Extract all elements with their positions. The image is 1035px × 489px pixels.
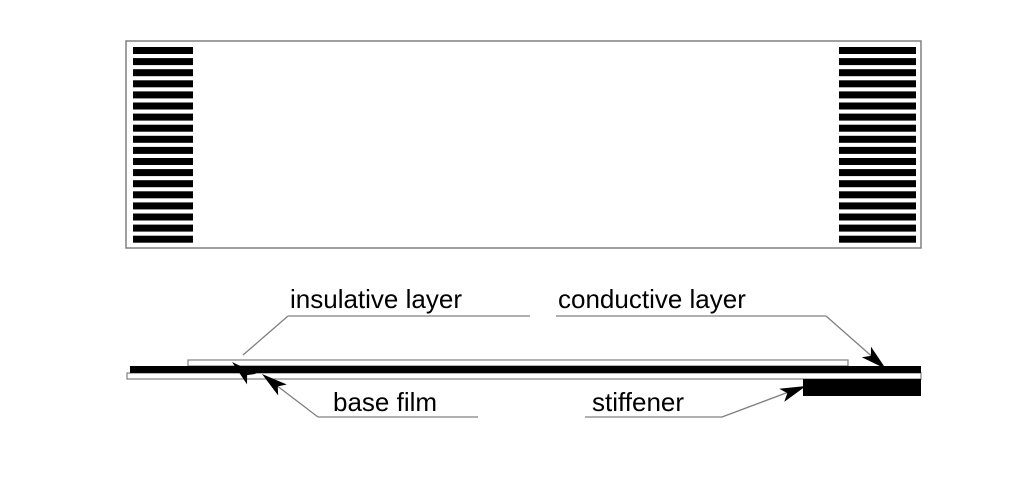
contact-trace <box>839 102 916 110</box>
label-base-film: base film <box>333 387 437 417</box>
contact-trace <box>133 224 193 232</box>
contact-trace <box>133 91 193 99</box>
contact-trace <box>133 158 193 165</box>
contact-trace <box>133 135 193 143</box>
callout-annotations <box>232 315 886 418</box>
callout-arrowhead <box>262 374 287 396</box>
contact-trace <box>839 69 916 77</box>
callout-arrowhead <box>232 362 257 385</box>
callout-leader-line <box>242 315 289 356</box>
fpc-top-view <box>125 40 922 249</box>
callout-arrowhead <box>779 386 806 402</box>
contact-trace <box>839 113 916 121</box>
callout-leader-line <box>825 315 877 361</box>
contact-trace <box>839 146 916 154</box>
contact-trace <box>839 202 916 210</box>
label-insulative-layer: insulative layer <box>290 284 462 314</box>
contact-trace <box>133 113 193 121</box>
contact-trace <box>839 91 916 99</box>
contact-trace <box>839 135 916 143</box>
contact-trace <box>133 235 193 243</box>
contact-trace <box>133 191 193 199</box>
conductive-layer-shape <box>130 366 921 373</box>
fpc-cross-section <box>126 359 922 396</box>
callout-arrowhead <box>861 346 886 369</box>
insulative-layer-shape <box>187 359 849 367</box>
right-contact-pad <box>839 47 916 243</box>
stiffener-shape <box>803 379 921 396</box>
contact-trace <box>839 47 916 54</box>
contact-trace <box>133 213 193 221</box>
contact-trace <box>839 80 916 88</box>
callout-leader-line <box>271 381 319 418</box>
callout-leader-line <box>721 389 795 418</box>
contact-trace <box>839 158 916 165</box>
contact-trace <box>133 58 193 66</box>
fpc-outline-rect <box>125 40 922 249</box>
contact-trace <box>133 124 193 132</box>
contact-trace <box>839 191 916 199</box>
contact-trace <box>133 47 193 54</box>
contact-trace <box>133 69 193 77</box>
contact-trace <box>839 213 916 221</box>
label-stiffener: stiffener <box>592 387 684 417</box>
contact-trace <box>133 202 193 210</box>
contact-trace <box>839 180 916 188</box>
contact-trace <box>133 180 193 188</box>
contact-trace <box>133 169 193 177</box>
contact-trace <box>839 124 916 132</box>
contact-trace <box>133 102 193 110</box>
contact-trace <box>839 58 916 66</box>
label-conductive-layer: conductive layer <box>558 284 746 314</box>
contact-trace <box>839 235 916 243</box>
contact-trace <box>133 80 193 88</box>
contact-trace <box>839 169 916 177</box>
contact-trace <box>133 146 193 154</box>
contact-trace <box>839 224 916 232</box>
left-contact-pad <box>133 47 193 243</box>
